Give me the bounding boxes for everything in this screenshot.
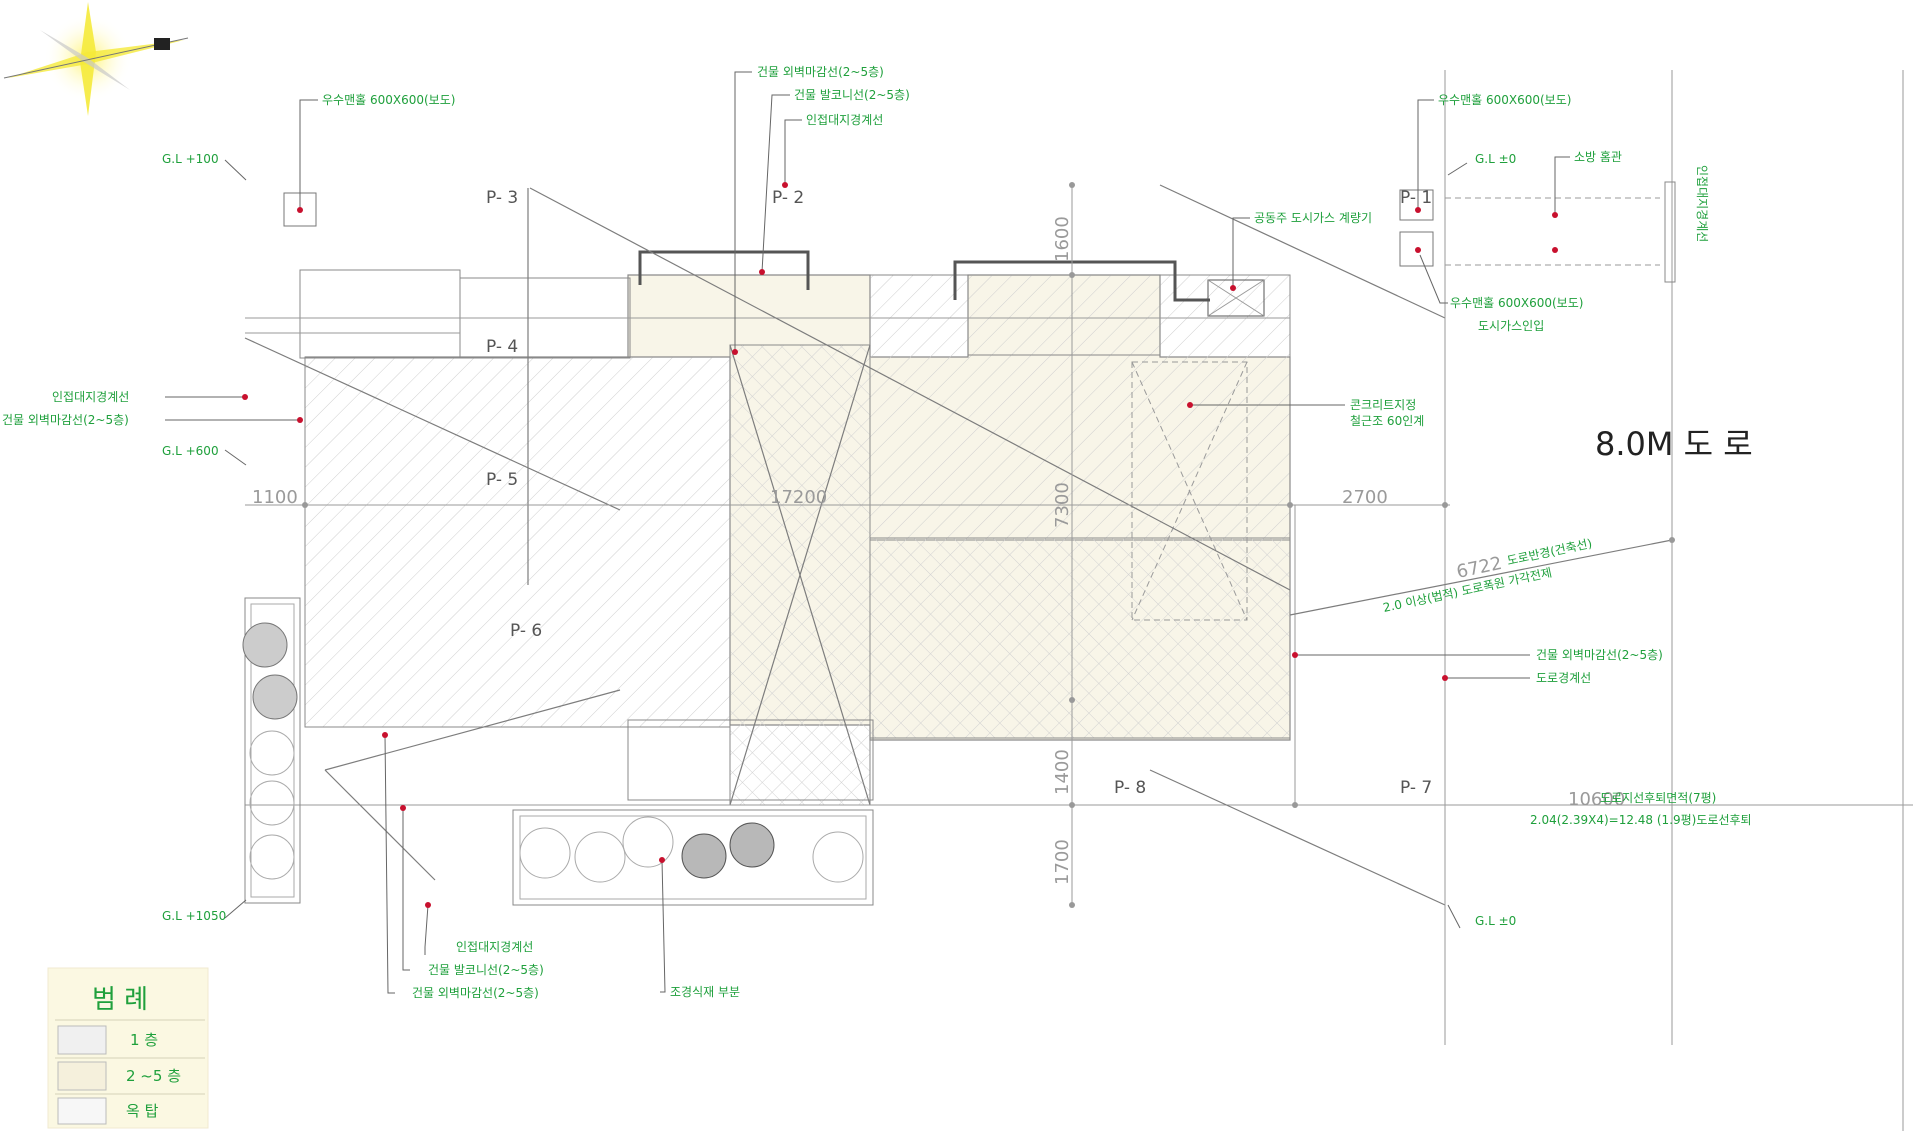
annotation-catch-basin-left: 우수맨홀 600X600(보도) (322, 93, 455, 107)
dim-left: 1100 (252, 487, 298, 508)
annotation-gl-top-left: G.L +100 (162, 152, 219, 166)
plan-label: P- 2 (772, 188, 804, 208)
building-footprint (299, 250, 1291, 806)
annotation-leaders (165, 71, 1570, 994)
annotation-road-radius: 도로반경(건축선) (1506, 536, 1594, 568)
planter-left (242, 597, 301, 904)
annotation-balcony-top: 건물 발코니선(2~5층) (794, 88, 910, 102)
north-arrow-icon (3, 2, 189, 116)
dim-right: 2700 (1342, 487, 1388, 508)
legend-item: 2 ~5 층 (126, 1067, 181, 1085)
plan-label: P- 4 (486, 337, 518, 357)
dim-bottom-right: 10600 (1568, 789, 1625, 810)
plan-label: P- 1 (1400, 188, 1432, 208)
plan-label: P- 5 (486, 470, 518, 490)
plan-label: P- 3 (486, 188, 518, 208)
annotation-gl-top-right: G.L ±0 (1475, 152, 1516, 166)
annotation-planting: 조경식재 부분 (670, 985, 740, 999)
annotation-gl-mid-left: G.L +600 (162, 444, 219, 458)
annotation-gas-meter: 공동주 도시가스 계량기 (1254, 211, 1372, 225)
annotation-exterior-wall-top: 건물 외벽마감선(2~5층) (757, 65, 884, 79)
annotation-markers (242, 182, 1558, 908)
annotation-setback-calc: 2.04(2.39X4)=12.48 (1.9평)도로선후퇴 (1530, 813, 1752, 827)
legend-item: 옥 탑 (126, 1102, 159, 1120)
dim-v-top: 1600 (1052, 216, 1073, 262)
dim-v-low: 1400 (1052, 749, 1073, 795)
annotation-fire-pipe: 소방 홈관 (1574, 150, 1622, 164)
legend: 범 례 1 층 2 ~5 층 옥 탑 (47, 967, 209, 1129)
dim-middle: 17200 (770, 487, 827, 508)
catch-basin-right (1399, 189, 1434, 267)
dim-v-mid: 7300 (1052, 482, 1073, 528)
road-label: 8.0M 도 로 (1595, 425, 1753, 463)
annotation-boundary-left: 인접대지경계선 (52, 390, 129, 404)
annotation-side-boundary: 인접대지경계선 (1695, 165, 1709, 242)
plan-label: P- 7 (1400, 778, 1432, 798)
annotation-boundary-top: 인접대지경계선 (806, 113, 883, 127)
annotation-exterior-wall-left: 건물 외벽마감선(2~5층) (2, 413, 129, 427)
legend-item: 1 층 (130, 1031, 158, 1049)
annotation-concrete-sub: 철근조 60인계 (1350, 414, 1424, 428)
plan-label: P- 6 (510, 621, 542, 641)
annotation-catch-basin-right2: 우수맨홀 600X600(보도) (1450, 296, 1583, 310)
annotation-boundary-bottom: 인접대지경계선 (456, 940, 533, 954)
annotation-exterior-wall-bottom: 건물 외벽마감선(2~5층) (412, 986, 539, 1000)
annotation-exterior-wall-right: 건물 외벽마감선(2~5층) (1536, 648, 1663, 662)
plan-label: P- 8 (1114, 778, 1146, 798)
annotation-concrete: 콘크리트지정 (1350, 398, 1416, 412)
annotation-catch-basin-right: 우수맨홀 600X600(보도) (1438, 93, 1571, 107)
annotation-road-boundary: 도로경계선 (1536, 671, 1591, 685)
planter-bottom (512, 809, 874, 906)
annotation-gas-pipe: 도시가스인입 (1478, 319, 1544, 333)
dimension-lines (245, 182, 1675, 908)
annotation-setback-area: 도로지선후퇴면적(7평) (1600, 791, 1716, 805)
annotation-gl-bottom-right: G.L ±0 (1475, 914, 1516, 928)
dim-v-bottom: 1700 (1052, 839, 1073, 885)
legend-title: 범 례 (92, 985, 148, 1015)
annotation-gl-bottom-left: G.L +1050 (162, 909, 226, 923)
annotation-balcony-bottom: 건물 발코니선(2~5층) (428, 963, 544, 977)
